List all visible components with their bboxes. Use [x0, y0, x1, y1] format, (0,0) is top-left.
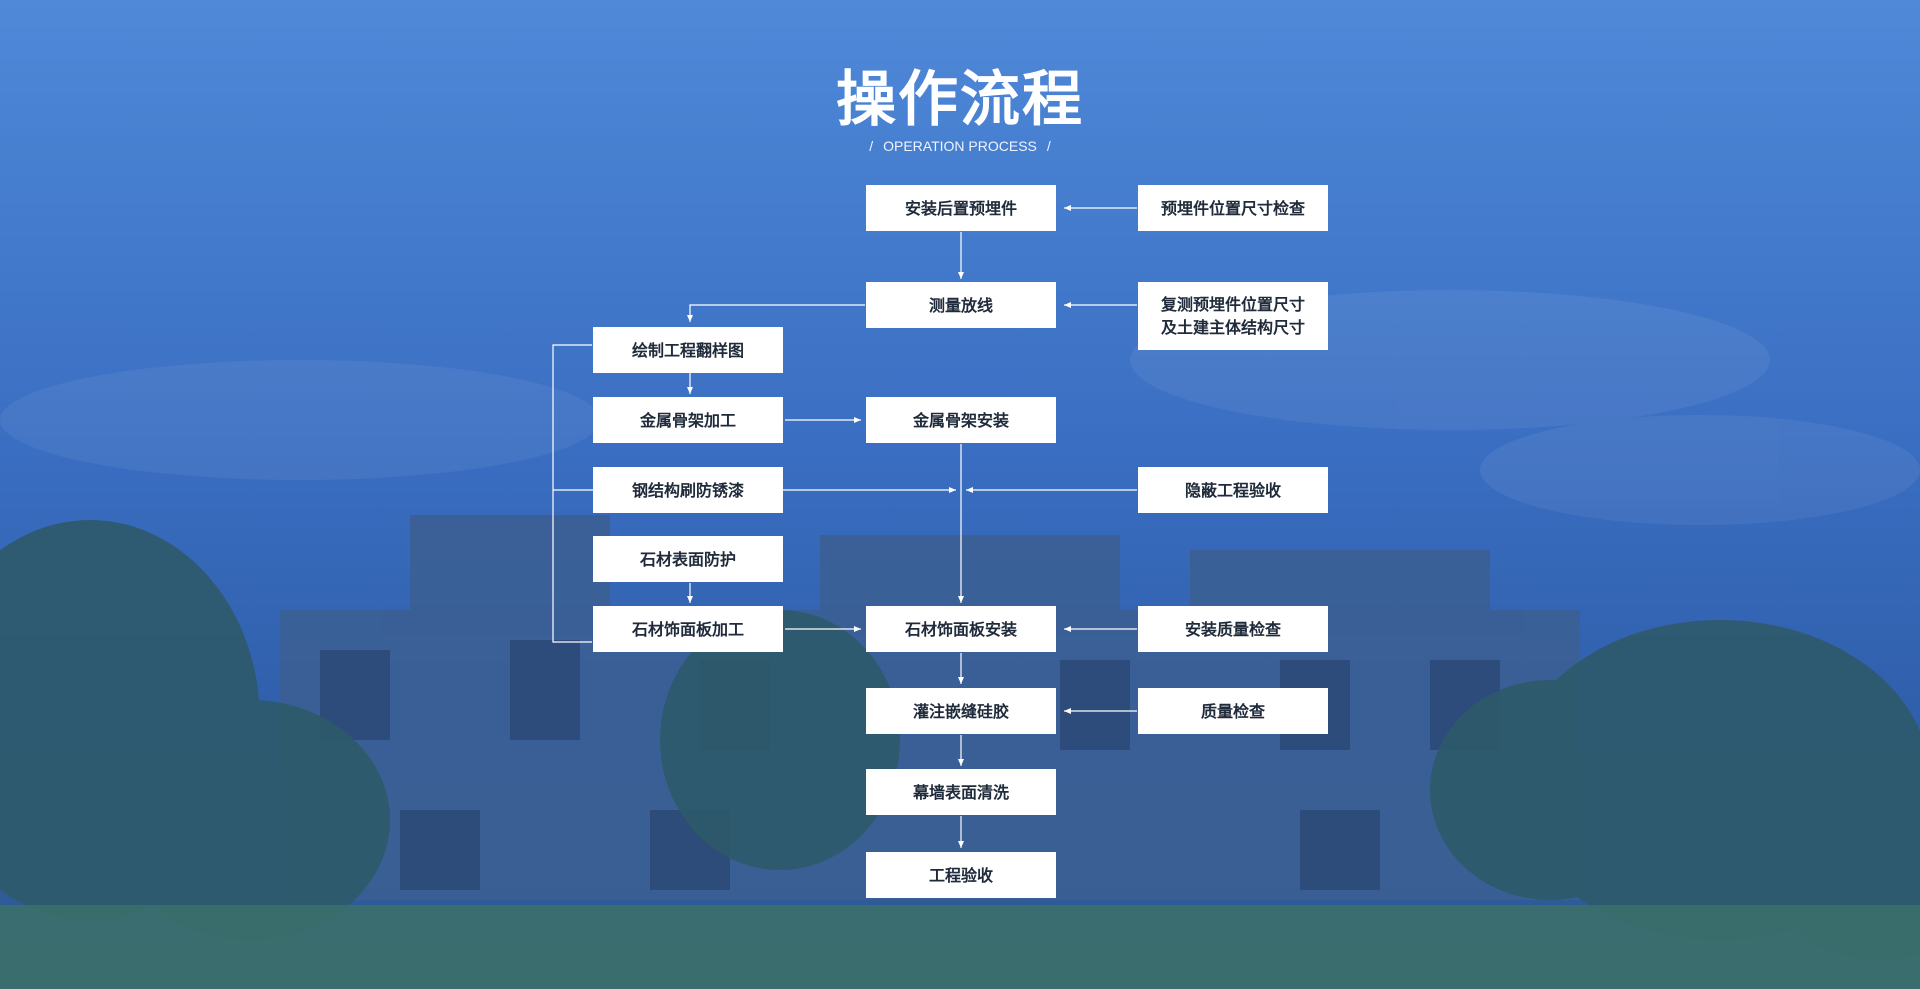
step-concealed-acceptance: 隐蔽工程验收	[1138, 467, 1328, 513]
step-metal-frame-processing: 金属骨架加工	[593, 397, 783, 443]
step-project-acceptance: 工程验收	[866, 852, 1056, 898]
step-stone-panel-install: 石材饰面板安装	[866, 606, 1056, 652]
step-install-quality-check: 安装质量检查	[1138, 606, 1328, 652]
step-check-embedded-position: 预埋件位置尺寸检查	[1138, 185, 1328, 231]
step-recheck-embedded: 复测预埋件位置尺寸 及土建主体结构尺寸	[1138, 282, 1328, 350]
step-stone-protection: 石材表面防护	[593, 536, 783, 582]
recheck-line-2: 及土建主体结构尺寸	[1160, 318, 1305, 337]
subtitle-slash-left: /	[869, 138, 874, 154]
step-quality-check: 质量检查	[1138, 688, 1328, 734]
recheck-line-1: 复测预埋件位置尺寸	[1160, 295, 1305, 314]
page-title: 操作流程	[836, 65, 1084, 135]
lawn	[0, 905, 1920, 989]
step-stone-panel-processing: 石材饰面板加工	[593, 606, 783, 652]
villa-buildings	[280, 515, 1580, 900]
step-metal-frame-install: 金属骨架安装	[866, 397, 1056, 443]
step-curtain-wall-cleaning: 幕墙表面清洗	[866, 769, 1056, 815]
step-draw-shop-drawings: 绘制工程翻样图	[593, 327, 783, 373]
trees	[0, 520, 1920, 960]
subtitle-slash-right: /	[1046, 138, 1051, 154]
step-steel-antirust: 钢结构刷防锈漆	[593, 467, 783, 513]
line-drawing-to-left-bus	[552, 344, 592, 643]
arrow-survey-to-drawing	[687, 304, 865, 322]
step-install-embedded-parts: 安装后置预埋件	[866, 185, 1056, 231]
page-subtitle: / OPERATION PROCESS /	[0, 137, 1920, 155]
subtitle-text: OPERATION PROCESS	[883, 138, 1037, 154]
step-survey-layout: 测量放线	[866, 282, 1056, 328]
step-sealant-injection: 灌注嵌缝硅胶	[866, 688, 1056, 734]
